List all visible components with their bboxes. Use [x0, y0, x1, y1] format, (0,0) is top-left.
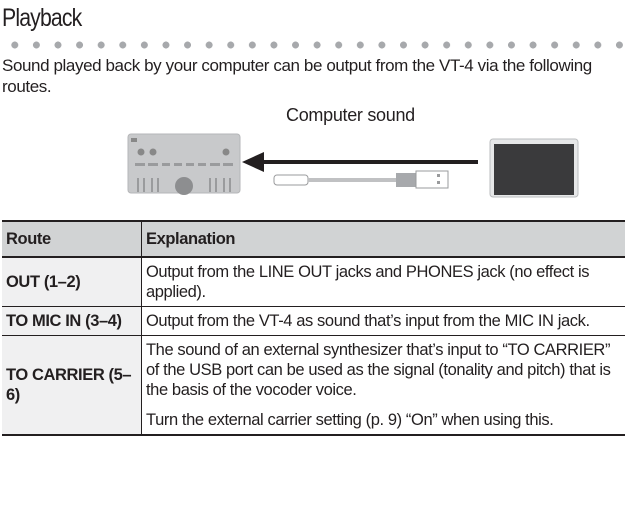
- explanation-cell: Output from the LINE OUT jacks and PHONE…: [141, 256, 625, 307]
- route-cell: OUT (1–2): [2, 256, 142, 307]
- computer-sound-label: Computer sound: [286, 105, 415, 125]
- header-route: Route: [2, 221, 142, 258]
- header-explanation: Explanation: [141, 221, 625, 258]
- route-cell: TO MIC IN (3–4): [2, 306, 142, 336]
- explanation-text: Output from the LINE OUT jacks and PHONE…: [146, 263, 590, 301]
- table-row: TO MIC IN (3–4) Output from the VT-4 as …: [2, 306, 625, 336]
- intro-text: Sound played back by your computer can b…: [2, 56, 592, 96]
- table-row: OUT (1–2) Output from the LINE OUT jacks…: [2, 256, 625, 307]
- explanation-cell: The sound of an external synthesizer tha…: [141, 335, 625, 435]
- explanation-cell: Output from the VT-4 as sound that’s inp…: [141, 306, 625, 336]
- connection-diagram: [127, 133, 579, 198]
- vt4-device-illustration: [127, 133, 241, 195]
- routes-table: Route Explanation OUT (1–2) Output from …: [2, 220, 625, 436]
- laptop-illustration: [489, 138, 579, 198]
- page-title: Playback: [2, 4, 82, 32]
- table-row: TO CARRIER (5–6) The sound of an externa…: [2, 335, 625, 435]
- explanation-text: Output from the VT-4 as sound that’s inp…: [146, 312, 590, 330]
- arrow-left-icon: [242, 152, 478, 172]
- route-cell: TO CARRIER (5–6): [2, 335, 142, 435]
- explanation-text: The sound of an external synthesizer tha…: [146, 341, 611, 399]
- table-header-row: Route Explanation: [2, 221, 625, 258]
- usb-cable-illustration: [273, 170, 449, 189]
- dotted-divider: [4, 41, 625, 49]
- explanation-note: Turn the external carrier setting (p. 9)…: [146, 411, 554, 429]
